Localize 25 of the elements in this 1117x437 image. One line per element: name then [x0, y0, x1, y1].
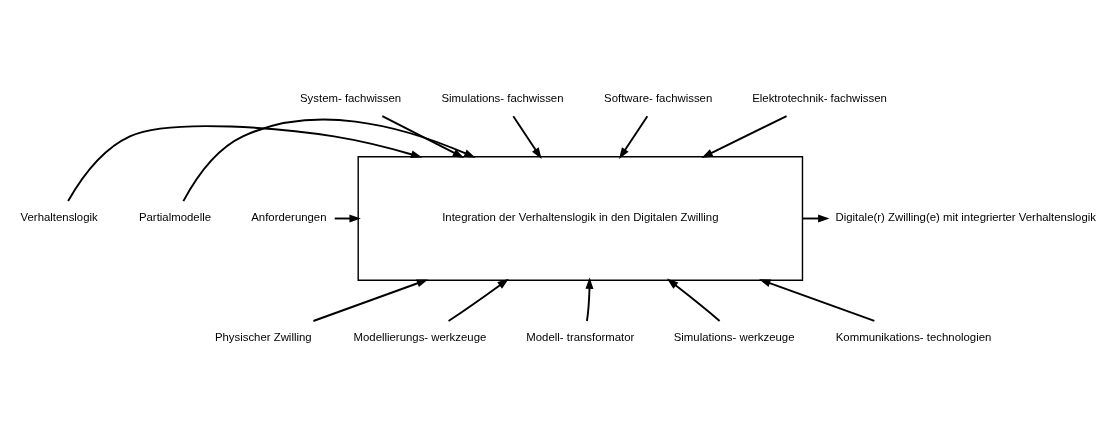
arrow: [619, 115, 649, 160]
arrow: [67, 125, 423, 203]
arrow: [701, 115, 788, 158]
node-text: Simulations- werkzeuge: [673, 331, 795, 344]
node-text: Anforderungen: [251, 211, 327, 224]
arrow: [759, 279, 876, 322]
node-text: Physischer Zwilling: [214, 331, 312, 344]
node-text: System- fachwissen: [300, 91, 402, 104]
node-text: Modell- transformator: [526, 331, 635, 344]
node-box: Integration der Verhaltenslogik in den Digitalen Zwilling: [357, 156, 804, 281]
arrow: [666, 278, 721, 322]
arrow: [512, 115, 542, 160]
node-text: Simulations- fachwissen: [441, 91, 564, 104]
node-text: Partialmodelle: [138, 211, 212, 224]
node-text: Kommunikations- technologien: [835, 331, 992, 344]
arrow: [381, 115, 465, 158]
arrow: [447, 278, 509, 322]
node-text: Software- fachwissen: [604, 91, 713, 104]
node-text: Modellierungs- werkzeuge: [353, 331, 487, 344]
arrow: [182, 118, 476, 203]
node-text: Digitale(r) Zwilling(e) mit integrierter Verhaltenslogik: [835, 211, 1096, 224]
node-text: Elektrotechnik- fachwissen: [752, 91, 887, 104]
arrow: [585, 277, 594, 322]
node-text: Verhaltenslogik: [20, 211, 98, 224]
arrow: [312, 279, 429, 322]
